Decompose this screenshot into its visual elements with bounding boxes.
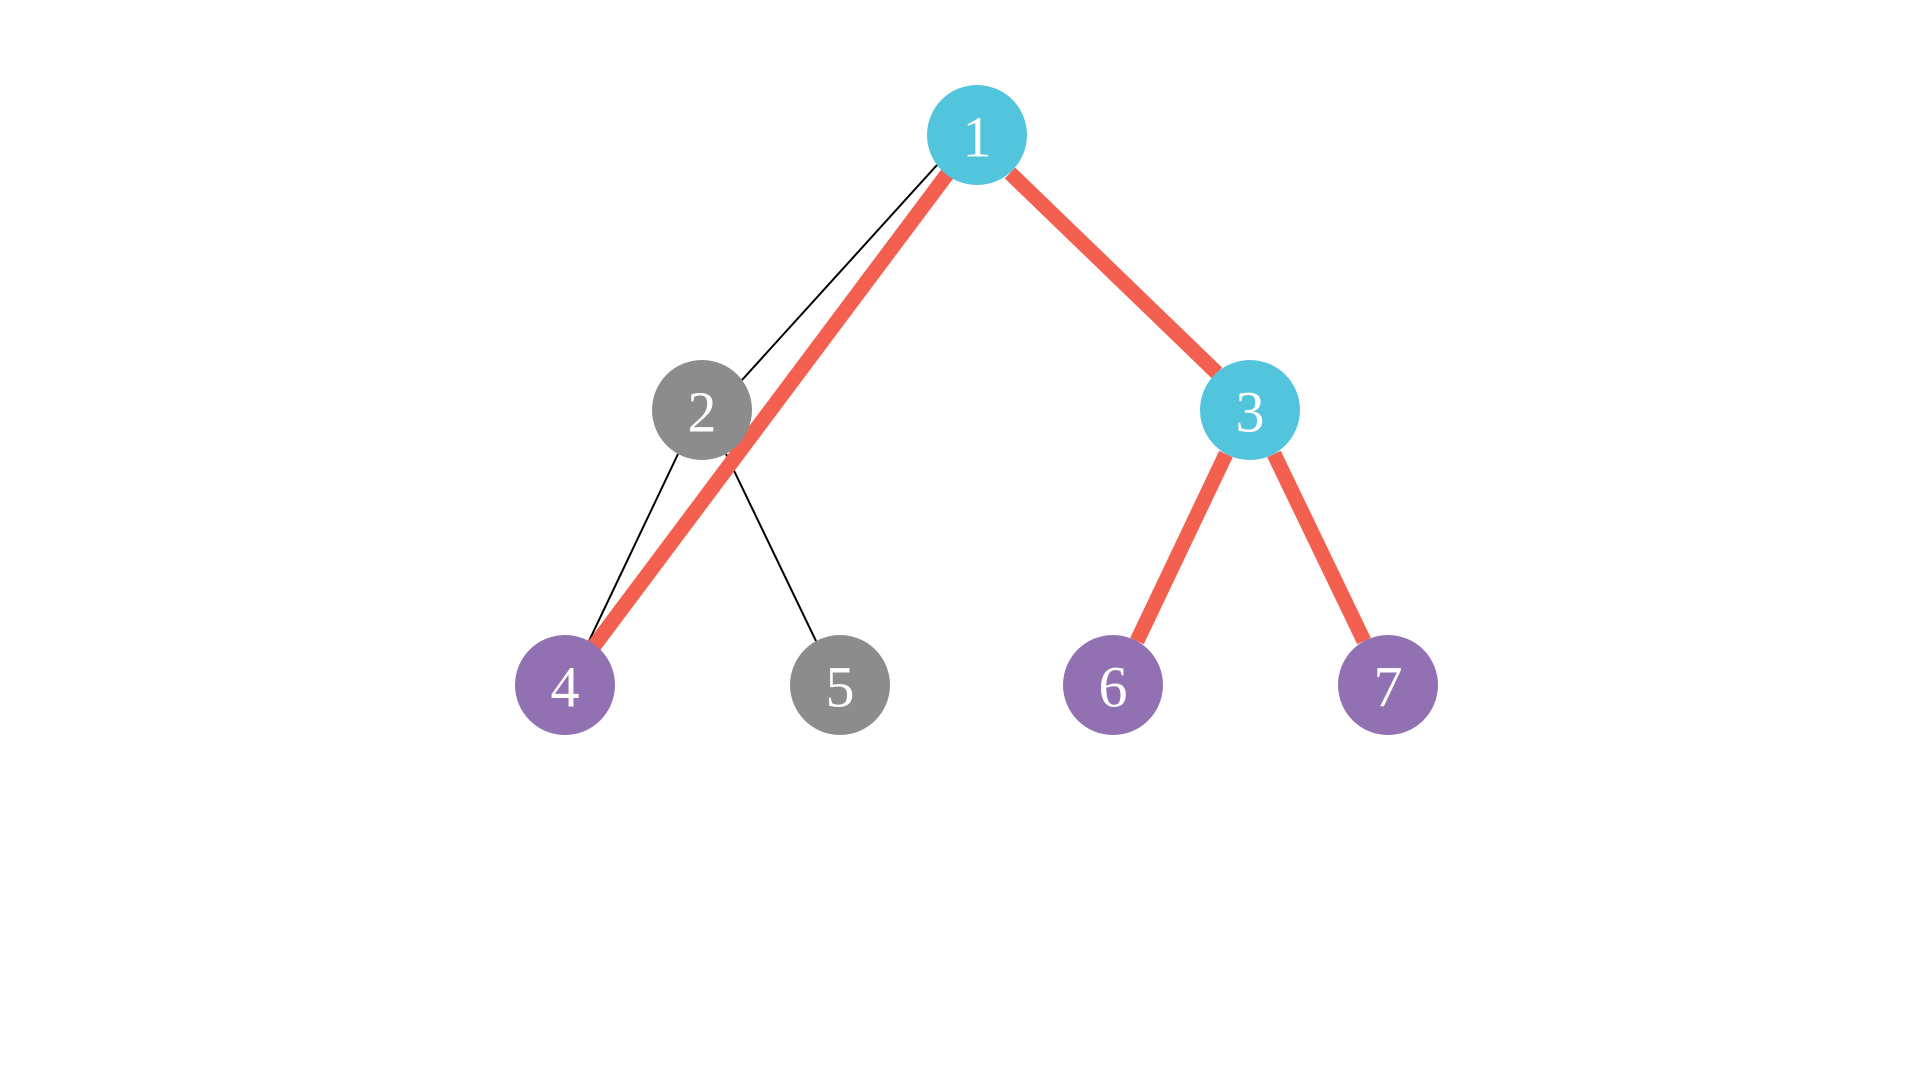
node-circle-4[interactable] bbox=[515, 635, 615, 735]
node-circle-5[interactable] bbox=[790, 635, 890, 735]
highlight-path-layer bbox=[587, 167, 1371, 651]
tree-edge-2-5 bbox=[725, 453, 817, 642]
tree-node-4[interactable]: 4 bbox=[515, 635, 615, 735]
node-circle-2[interactable] bbox=[652, 360, 752, 460]
node-circle-3[interactable] bbox=[1200, 360, 1300, 460]
node-circle-6[interactable] bbox=[1063, 635, 1163, 735]
node-circle-1[interactable] bbox=[927, 85, 1027, 185]
tree-node-7[interactable]: 7 bbox=[1338, 635, 1438, 735]
edge-layer bbox=[588, 164, 938, 642]
tree-node-1[interactable]: 1 bbox=[927, 85, 1027, 185]
highlight-edge-3-6 bbox=[1130, 450, 1233, 645]
tree-node-6[interactable]: 6 bbox=[1063, 635, 1163, 735]
tree-edge-1-2 bbox=[741, 164, 938, 381]
tree-node-3[interactable]: 3 bbox=[1200, 360, 1300, 460]
highlight-edge-3-7 bbox=[1267, 450, 1371, 645]
tree-edge-2-4 bbox=[588, 453, 679, 642]
node-layer: 1 2 3 4 5 6 7 bbox=[515, 85, 1438, 735]
node-circle-7[interactable] bbox=[1338, 635, 1438, 735]
highlight-edge-1-3 bbox=[1004, 167, 1223, 379]
tree-node-2[interactable]: 2 bbox=[652, 360, 752, 460]
highlight-edge-1-4 bbox=[587, 168, 955, 651]
tree-node-5[interactable]: 5 bbox=[790, 635, 890, 735]
